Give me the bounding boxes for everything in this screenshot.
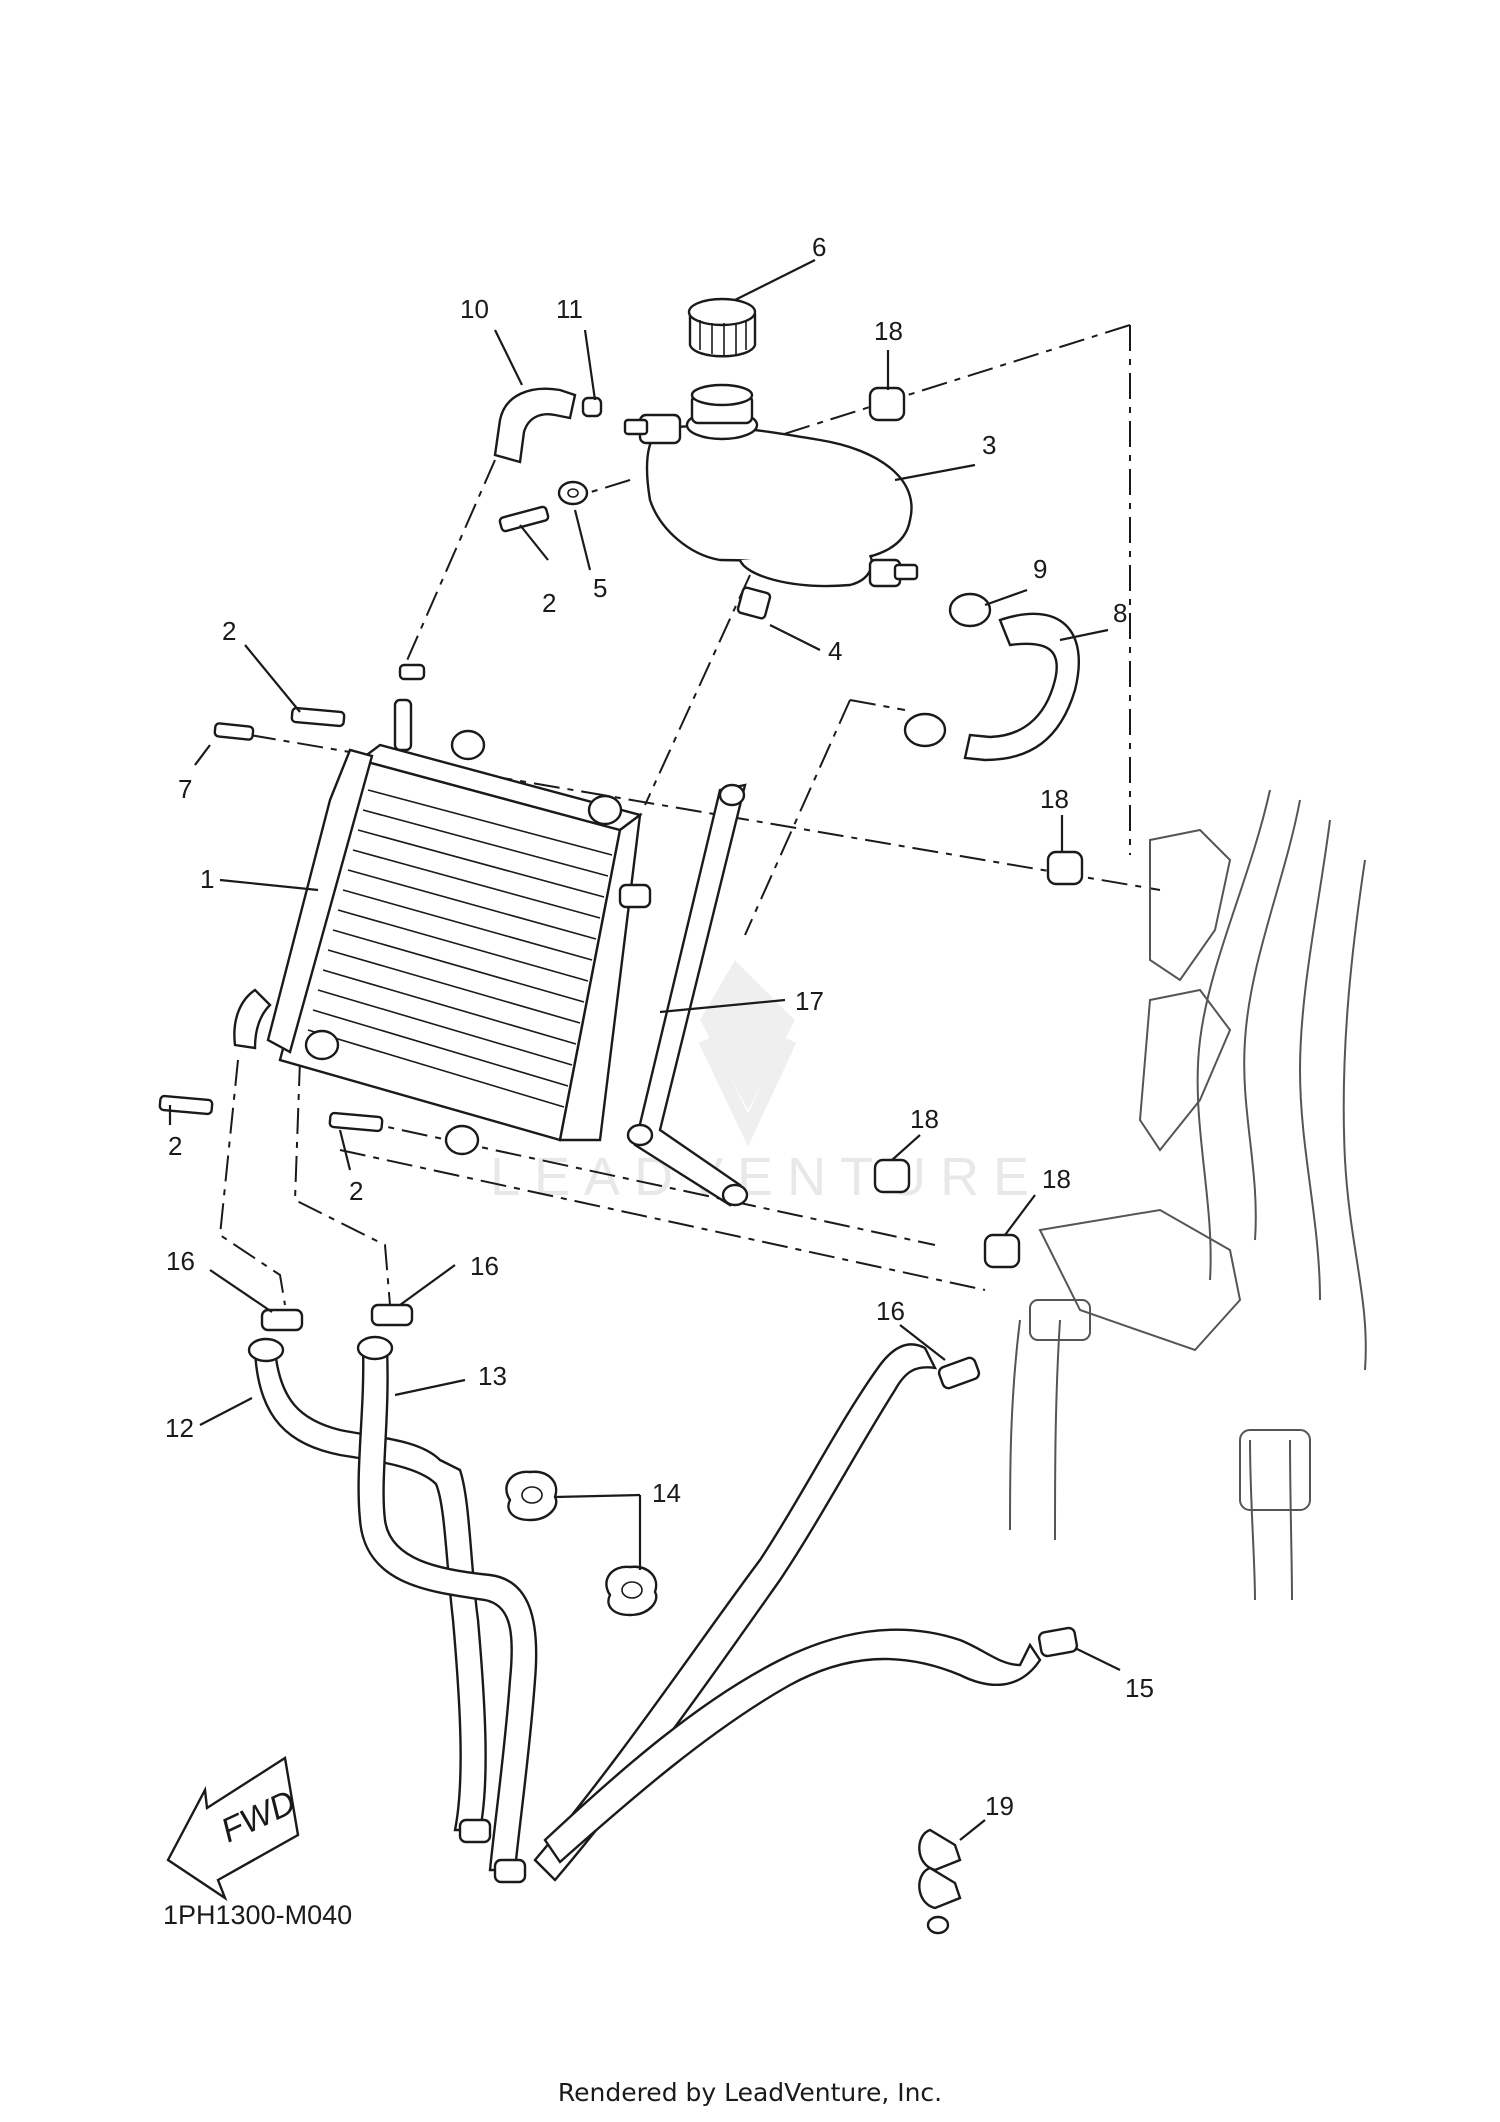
callout-18-top: 18 [874,316,903,346]
diagram-code: 1PH1300-M040 [163,1900,353,1930]
radiator [233,663,652,1156]
callout-16-right: 16 [876,1296,905,1326]
callout-5: 5 [593,573,607,603]
hose-clips [505,1470,658,1617]
callout-18-lower: 18 [1042,1164,1071,1194]
radiator-fins [307,789,613,1108]
callout-7: 7 [178,774,192,804]
callout-18-frame: 18 [1040,784,1069,814]
callout-10: 10 [460,294,489,324]
callout-18-bracket: 18 [910,1104,939,1134]
callout-8: 8 [1113,598,1127,628]
callout-16-left: 16 [166,1246,195,1276]
callout-leaders [168,259,1121,1841]
callout-13: 13 [478,1361,507,1391]
hose-clamps [260,1303,1079,1658]
radiator-bracket [626,783,749,1207]
callout-3: 3 [982,430,996,460]
fasteners [158,480,772,1133]
reservoir-cap [687,297,757,358]
watermark-text: LEADVENTURE [490,1147,1043,1207]
callout-2-lower: 2 [349,1176,363,1206]
callout-labels: 6 10 11 18 3 2 5 9 8 4 2 7 18 1 17 2 18 … [165,232,1154,1821]
callout-11: 11 [556,294,583,324]
hose-8-assembly [903,592,1080,762]
callout-12: 12 [165,1413,194,1443]
leadventure-watermark: LEADVENTURE [490,960,1043,1207]
frame-outline [1009,789,1367,1601]
callout-14: 14 [652,1478,681,1508]
callout-9: 9 [1033,554,1047,584]
footer-credit: Rendered by LeadVenture, Inc. [557,2078,943,2107]
callout-16-middle: 16 [470,1251,499,1281]
callout-2-lower-left: 2 [168,1131,182,1161]
overflow-hose [493,387,603,464]
forward-direction-arrow: FWD [166,1756,302,1902]
assembly-dash-lines [218,324,1161,1306]
callout-6: 6 [812,232,826,262]
stacked-clamp [918,1828,962,1935]
callout-17: 17 [795,986,824,1016]
lower-coolant-hoses [247,1335,1042,1884]
callout-4: 4 [828,636,842,666]
grommets [868,386,1084,1269]
coolant-reservoir-tank [623,383,919,588]
callout-15: 15 [1125,1673,1154,1703]
callout-19: 19 [985,1791,1014,1821]
callout-1: 1 [200,864,214,894]
callout-2-tank: 2 [542,588,556,618]
callout-2-upper: 2 [222,616,236,646]
